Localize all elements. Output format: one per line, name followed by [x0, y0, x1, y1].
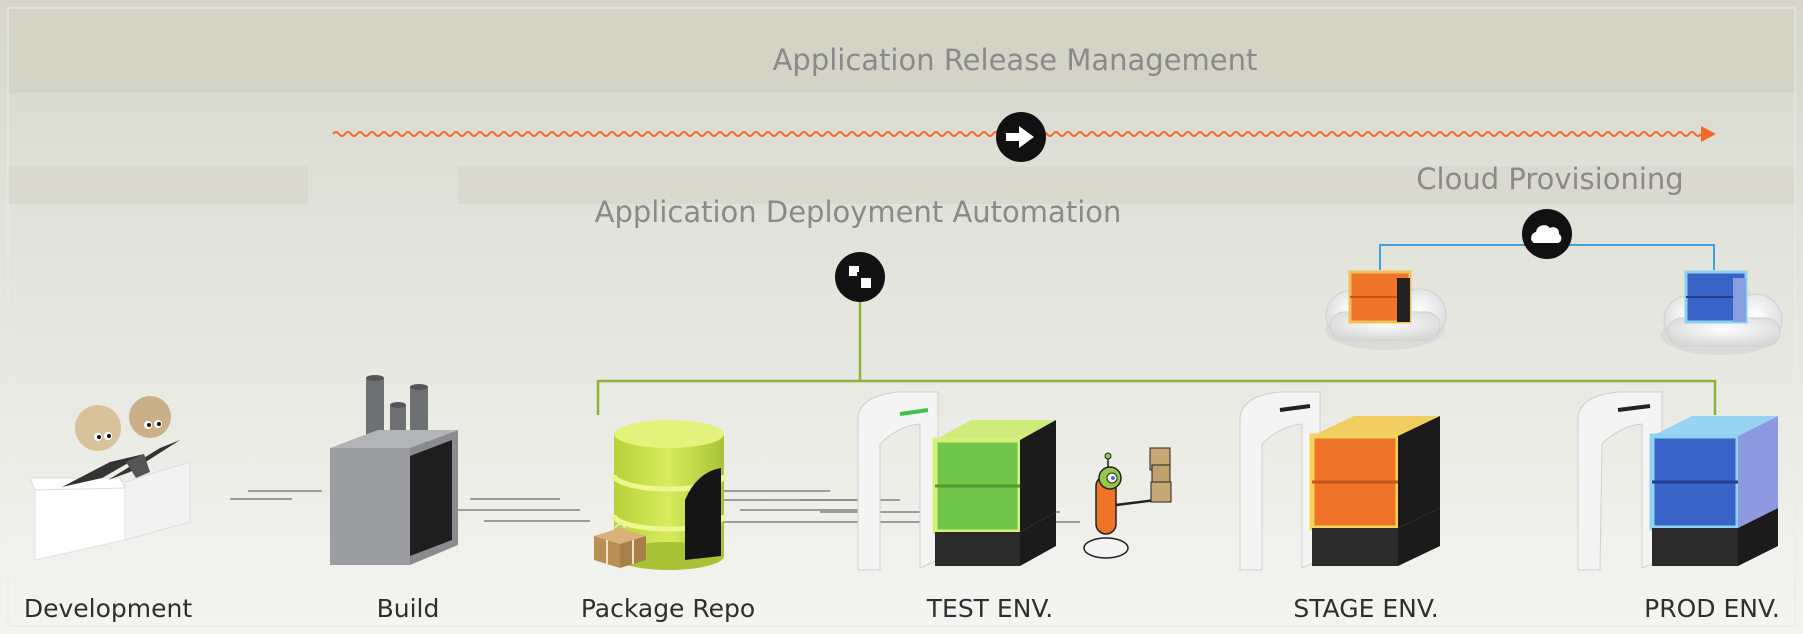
deployment-connector	[596, 302, 1717, 415]
prod-env-label: PROD ENV.	[1644, 594, 1780, 623]
release-arrowhead	[1701, 126, 1716, 142]
deployment-title: Application Deployment Automation	[595, 195, 1122, 229]
package-repo-label: Package Repo	[581, 594, 755, 623]
cloud-title: Cloud Provisioning	[1416, 162, 1683, 196]
top-band	[8, 8, 1795, 93]
mid-band-right	[458, 166, 1795, 204]
person-head	[75, 405, 121, 451]
cloud-blue-server	[1660, 270, 1783, 355]
development-illustration	[29, 396, 191, 561]
stage-env-label: STAGE ENV.	[1293, 594, 1438, 623]
page-frame	[7, 7, 1796, 627]
test-env-illustration	[857, 391, 1056, 571]
person-head	[129, 396, 171, 438]
cloud-icon	[1522, 209, 1572, 259]
build-illustration	[330, 375, 458, 565]
cloud-orange-server	[1325, 270, 1447, 350]
test-env-label: TEST ENV.	[926, 594, 1053, 623]
build-label: Build	[377, 594, 440, 623]
stage-env-illustration	[1239, 391, 1440, 571]
release-title: Application Release Management	[773, 43, 1258, 77]
prod-env-illustration	[1577, 391, 1778, 571]
development-label: Development	[24, 594, 192, 623]
robot-illustration	[1083, 447, 1172, 559]
mid-band-left	[8, 166, 308, 204]
arrow-right-icon	[996, 112, 1046, 162]
package-repo-illustration	[594, 420, 727, 570]
checker-icon	[835, 252, 885, 302]
